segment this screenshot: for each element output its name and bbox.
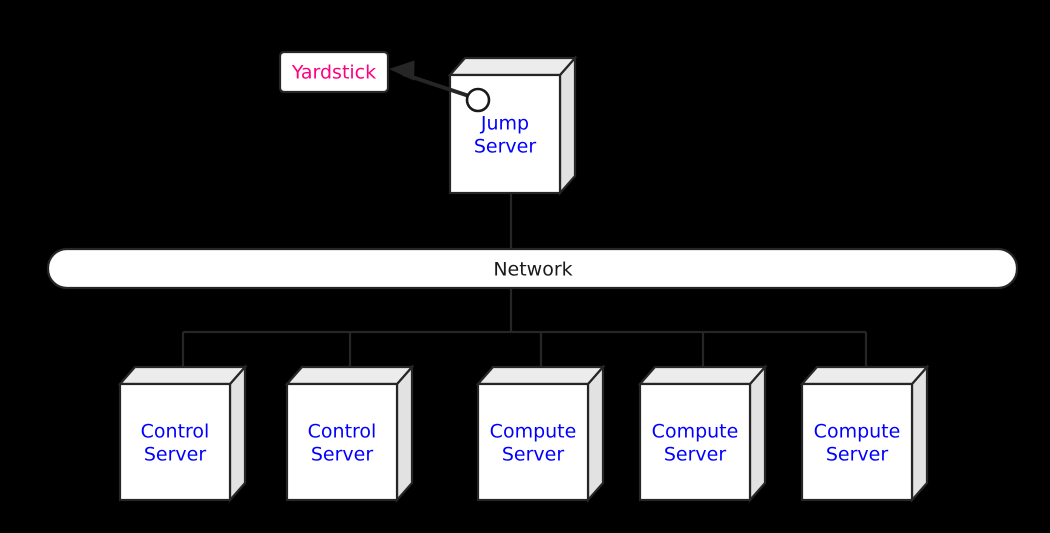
jump-server-label-line2: Server	[474, 136, 536, 158]
yardstick-association	[389, 60, 491, 113]
server-label-line2-1: Server	[144, 444, 206, 466]
network-label: Network	[493, 259, 572, 281]
jump-server-box-top	[447, 56, 578, 77]
server-box-front-3[interactable]	[476, 382, 590, 502]
server-box-front-1[interactable]	[118, 382, 232, 502]
server-box-side-1	[228, 364, 247, 503]
network-node[interactable]: Network	[46, 247, 1019, 290]
jump-server-label-line1: Jump	[480, 113, 529, 135]
server-box-top-2	[284, 365, 415, 386]
server-box-side-4	[748, 364, 767, 503]
server-box-front-4[interactable]	[638, 382, 752, 502]
server-box-front-5[interactable]	[800, 382, 914, 502]
jump-server-interface-port-icon	[465, 87, 491, 113]
server-label-line1-1: Control	[141, 421, 210, 443]
yardstick-box[interactable]	[278, 50, 390, 94]
network-to-servers-bus	[181, 288, 868, 378]
network-bar[interactable]	[46, 247, 1019, 290]
server-label-line1-5: Compute	[814, 421, 901, 443]
server-box-side-2	[395, 364, 414, 503]
server-box-top-5	[799, 365, 930, 386]
jump-server-box-side	[558, 55, 577, 196]
server-box-top-4	[637, 365, 768, 386]
server-box-top-1	[117, 365, 248, 386]
server-label-line1-4: Compute	[652, 421, 739, 443]
server-label-line2-4: Server	[664, 444, 726, 466]
server-box-front-2[interactable]	[285, 382, 399, 502]
server-row: ControlServerControlServerComputeServerC…	[117, 364, 930, 503]
yardstick-node[interactable]: Yardstick	[278, 50, 390, 94]
server-label-line1-3: Compute	[490, 421, 577, 443]
jump-server-node[interactable]: Jump Server	[447, 55, 578, 196]
yardstick-arrow-head	[389, 60, 415, 81]
yardstick-label: Yardstick	[291, 62, 376, 84]
server-label-line1-2: Control	[308, 421, 377, 443]
server-box-top-3	[475, 365, 606, 386]
server-label-line2-5: Server	[826, 444, 888, 466]
server-box-side-5	[910, 364, 929, 503]
server-label-line2-3: Server	[502, 444, 564, 466]
server-label-line2-2: Server	[311, 444, 373, 466]
server-box-side-3	[586, 364, 605, 503]
